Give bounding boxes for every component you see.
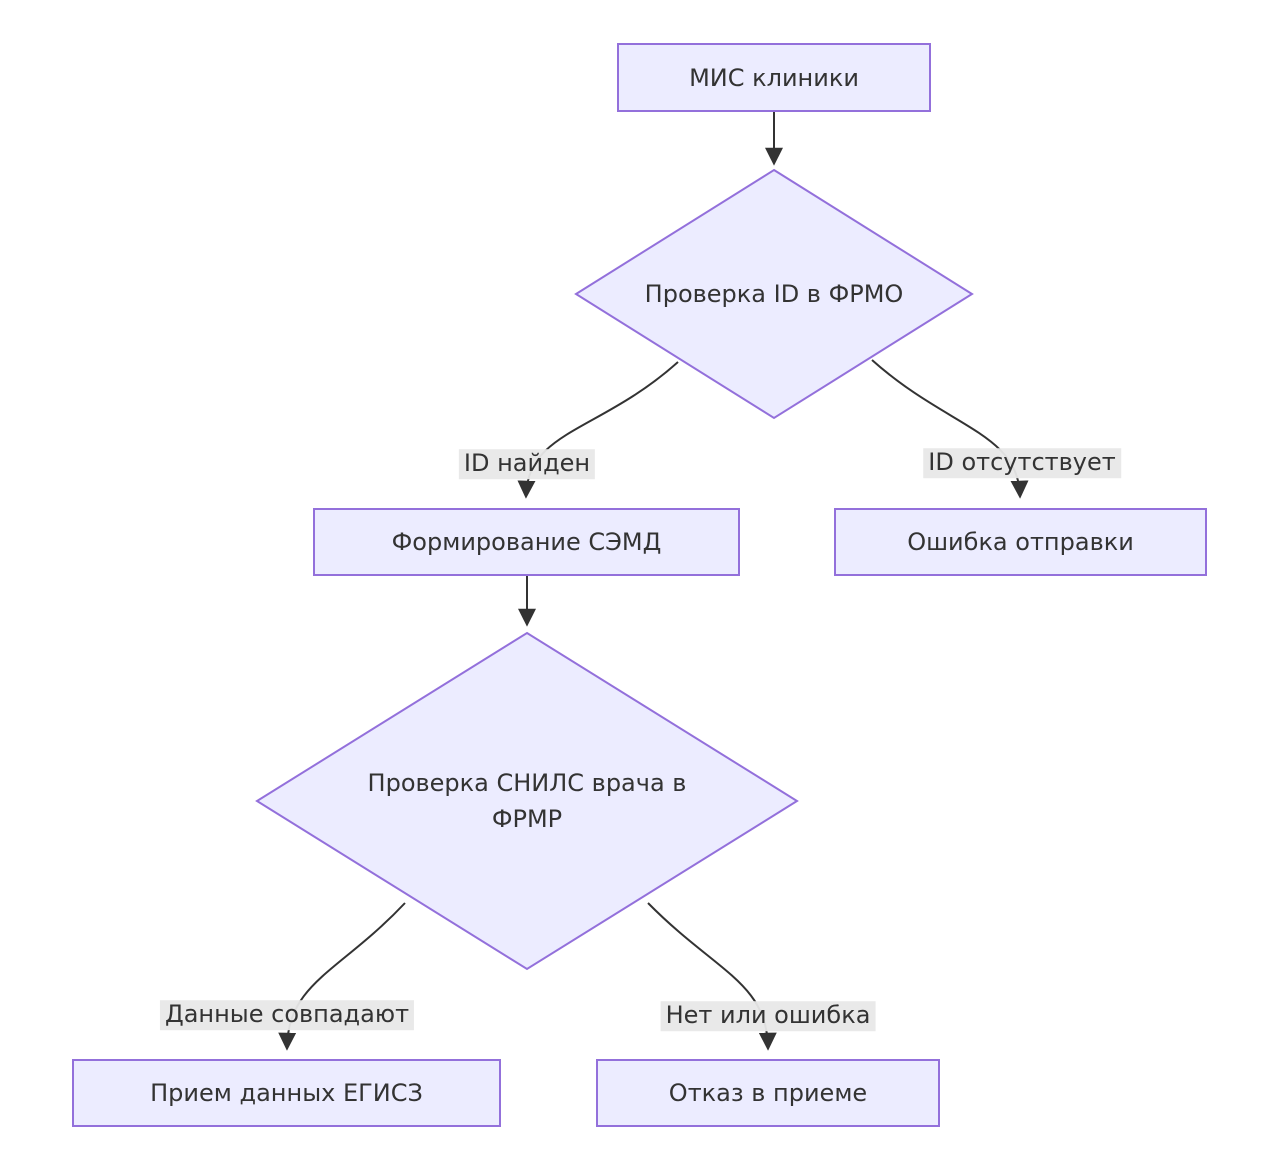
node-accept-shape [72,1059,501,1127]
edge-label-id-found: ID найден [458,449,596,479]
edge-label-no-or-error: Нет или ошибка [660,1001,876,1031]
node-check-snils-shape [255,631,799,971]
node-check-id-shape [574,168,974,420]
node-form-semd-shape [313,508,740,576]
node-mis-shape [617,43,931,112]
edge-label-data-match: Данные совпадают [159,1000,415,1030]
node-reject-shape [596,1059,940,1127]
edge-label-id-missing: ID отсутствует [923,448,1121,478]
node-send-error-shape [834,508,1207,576]
